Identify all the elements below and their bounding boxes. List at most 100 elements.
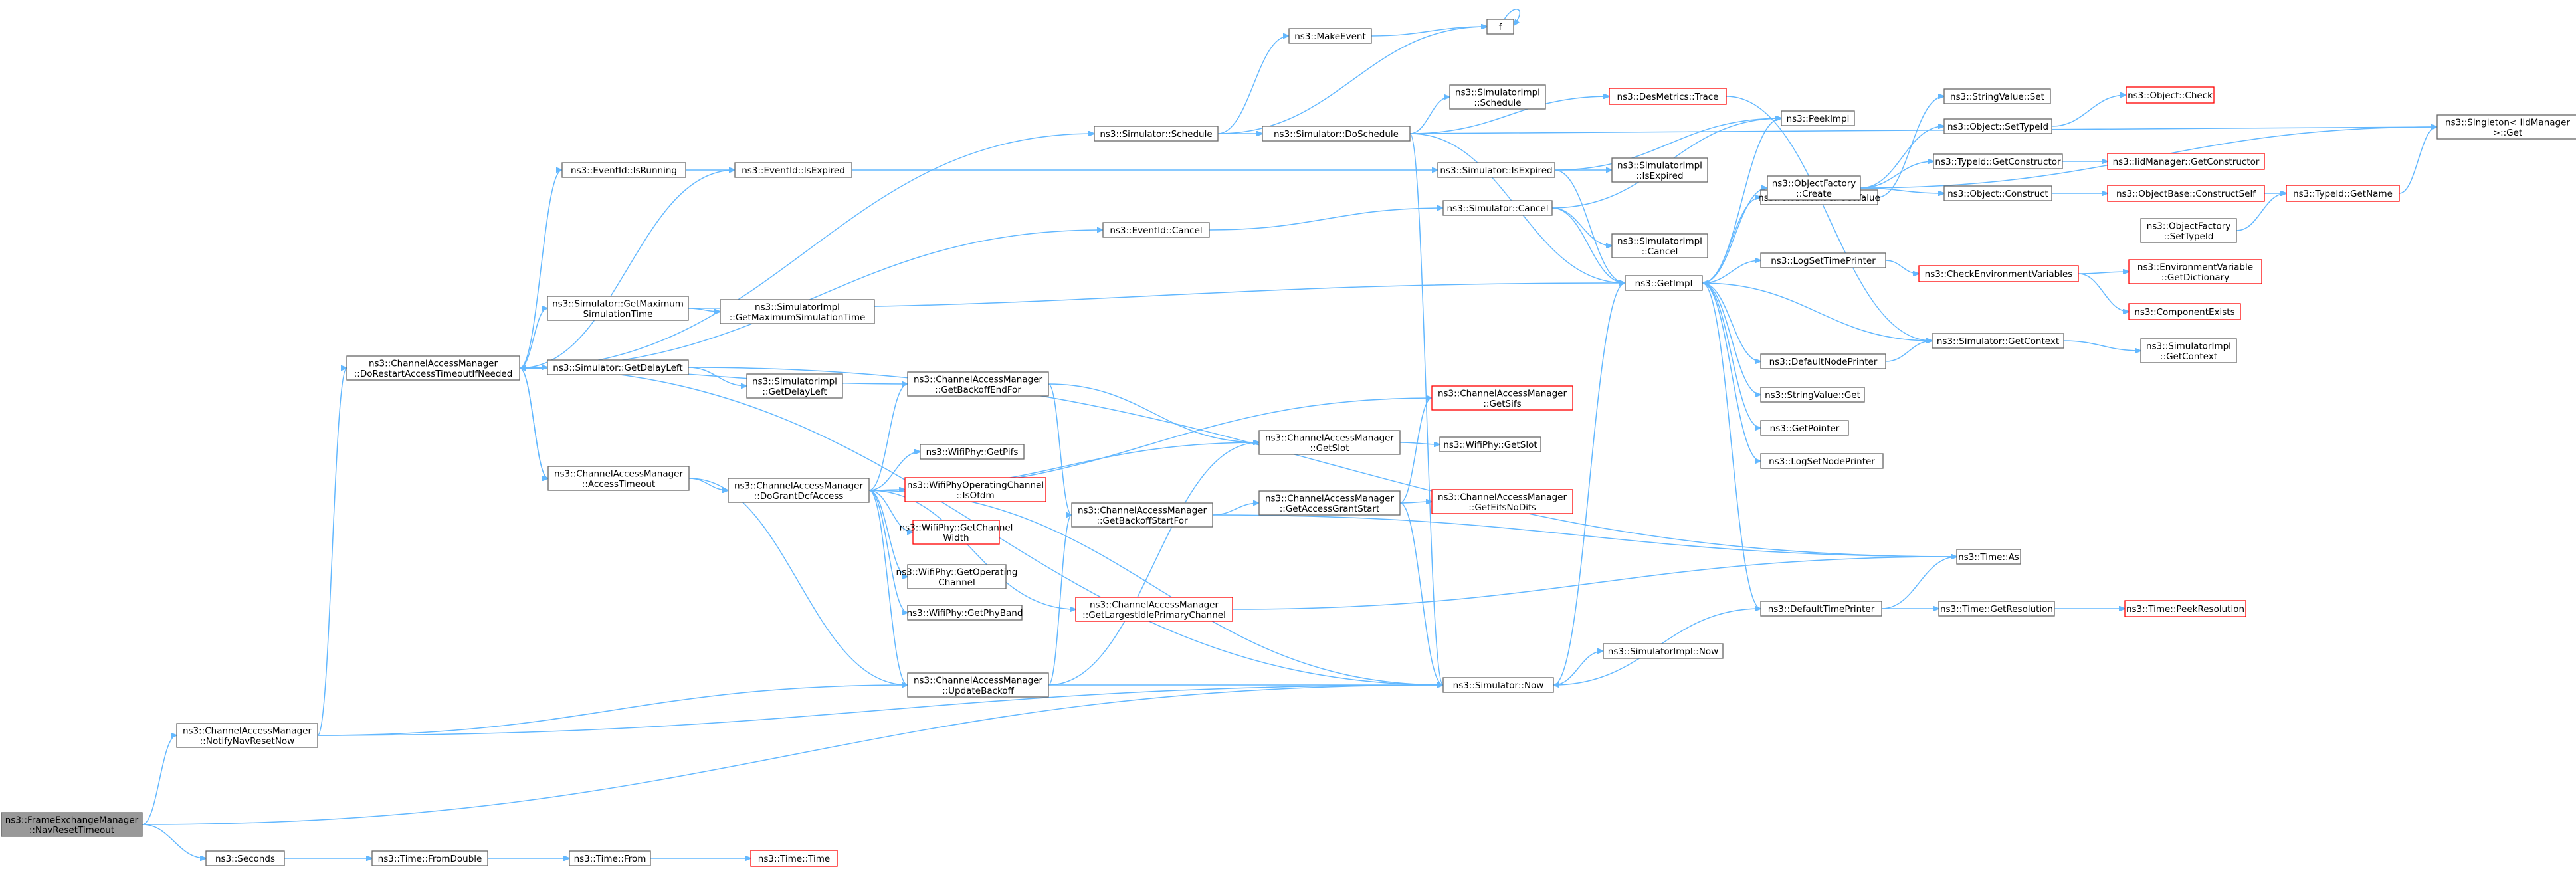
edge-doSchedule-to-singleton <box>1409 127 2437 134</box>
node-get-pifs[interactable]: ns3::WifiPhy::GetPifs <box>920 444 1025 460</box>
node-sim-cancel[interactable]: ns3::Simulator::Cancel <box>1442 200 1553 216</box>
node-peek-res[interactable]: ns3::Time::PeekResolution <box>2124 600 2246 617</box>
node-def-node-pr[interactable]: ns3::DefaultNodePrinter <box>1760 353 1886 369</box>
node-grant-start[interactable]: ns3::ChannelAccessManager::GetAccessGran… <box>1258 490 1401 516</box>
node-get-impl[interactable]: ns3::GetImpl <box>1625 275 1703 291</box>
node-nav[interactable]: ns3::FrameExchangeManager::NavResetTimeo… <box>1 812 143 837</box>
node-make-event[interactable]: ns3::MakeEvent <box>1288 28 1372 44</box>
node-box <box>1 812 143 837</box>
node-phy-band[interactable]: ns3::WifiPhy::GetPhyBand <box>907 605 1023 621</box>
node-sim-now[interactable]: ns3::Simulator::Now <box>1442 677 1554 693</box>
node-check-env[interactable]: ns3::CheckEnvironmentVariables <box>1918 265 2079 282</box>
node-restart[interactable]: ns3::ChannelAccessManager::DoRestartAcce… <box>346 355 520 381</box>
node-obj-set-tid[interactable]: ns3::Object::SetTypeId <box>1943 118 2052 134</box>
node-label: ns3::WifiPhy::GetChannel <box>900 522 1013 533</box>
edge-restart-to-isRunning <box>519 170 562 369</box>
node-get-pointer[interactable]: ns3::GetPointer <box>1760 420 1849 436</box>
node-do-schedule[interactable]: ns3::Simulator::DoSchedule <box>1262 126 1411 142</box>
node-label: ns3::MakeEvent <box>1294 31 1366 42</box>
node-iid-get-ctor[interactable]: ns3::IidManager::GetConstructor <box>2107 153 2265 170</box>
edge-f-to-f <box>1504 9 1521 25</box>
node-f[interactable]: f <box>1486 19 1514 35</box>
edge-ofCreate-to-objSetTid <box>1860 126 1944 189</box>
node-def-time-pr[interactable]: ns3::DefaultTimePrinter <box>1760 601 1882 617</box>
node-get-max[interactable]: ns3::Simulator::GetMaximumSimulationTime <box>547 296 689 321</box>
node-singleton[interactable]: ns3::Singleton< IidManager >::Get <box>2436 114 2576 140</box>
node-schedule[interactable]: ns3::Simulator::Schedule <box>1094 126 1219 142</box>
node-eifs[interactable]: ns3::ChannelAccessManager::GetEifsNoDifs <box>1431 489 1573 514</box>
node-ob-construct[interactable]: ns3::ObjectBase::ConstructSelf <box>2107 185 2265 202</box>
node-impl-cancel[interactable]: ns3::SimulatorImpl::Cancel <box>1611 233 1708 258</box>
node-label: ::GetLargestIdlePrimaryChannel <box>1082 610 1226 621</box>
node-label: ns3::Simulator::DoSchedule <box>1274 129 1399 140</box>
node-obj-construct[interactable]: ns3::Object::Construct <box>1943 185 2052 201</box>
node-seconds[interactable]: ns3::Seconds <box>205 850 285 866</box>
node-backoff-end[interactable]: ns3::ChannelAccessManager::GetBackoffEnd… <box>907 371 1049 397</box>
node-env-dict[interactable]: ns3::EnvironmentVariable::GetDictionary <box>2128 259 2262 284</box>
node-cam-get-slot[interactable]: ns3::ChannelAccessManager::GetSlot <box>1258 430 1401 455</box>
node-comp-exists[interactable]: ns3::ComponentExists <box>2128 303 2241 320</box>
edge-logSetTime-to-checkEnv <box>1885 260 1919 274</box>
edge-doSchedule-to-desTrace <box>1409 96 1609 134</box>
edge-restart-to-getMax <box>519 308 547 369</box>
node-layer: ns3::FrameExchangeManager::NavResetTimeo… <box>1 19 2576 867</box>
node-label: ns3::GetPointer <box>1770 423 1840 434</box>
node-des-trace[interactable]: ns3::DesMetrics::Trace <box>1609 88 1727 105</box>
edge-makeEvent-to-f <box>1371 27 1487 37</box>
node-label: ns3::SimulatorImpl <box>1617 160 1702 171</box>
node-is-running[interactable]: ns3::EventId::IsRunning <box>561 162 686 178</box>
node-impl-max[interactable]: ns3::SimulatorImpl::GetMaximumSimulation… <box>720 299 875 324</box>
node-box <box>1431 385 1573 411</box>
node-time-as[interactable]: ns3::Time::As <box>1956 549 2021 565</box>
node-sim-get-ctx[interactable]: ns3::Simulator::GetContext <box>1932 333 2064 349</box>
node-obj-check[interactable]: ns3::Object::Check <box>2126 86 2215 104</box>
node-phy-get-slot[interactable]: ns3::WifiPhy::GetSlot <box>1439 436 1541 452</box>
node-get-res[interactable]: ns3::Time::GetResolution <box>1938 601 2055 617</box>
node-access-t-o[interactable]: ns3::ChannelAccessManager::AccessTimeout <box>547 466 690 491</box>
edge-simGetCtx-to-implGetCtx <box>2063 340 2141 351</box>
node-notify[interactable]: ns3::ChannelAccessManager::NotifyNavRese… <box>176 723 318 748</box>
node-get-sifs[interactable]: ns3::ChannelAccessManager::GetSifs <box>1431 385 1573 411</box>
node-label: ns3::ChannelAccessManager <box>1078 505 1207 516</box>
node-time-from[interactable]: ns3::Time::From <box>569 850 651 866</box>
edge-accessTO-to-updBackoff <box>688 478 908 685</box>
node-impl-get-ctx[interactable]: ns3::SimulatorImpl::GetContext <box>2140 338 2237 363</box>
node-cancel[interactable]: ns3::EventId::Cancel <box>1102 222 1210 238</box>
edge-largestIdle-to-timeAs <box>1232 557 1957 610</box>
node-sv-get[interactable]: ns3::StringValue::Get <box>1760 387 1865 403</box>
node-impl-sched[interactable]: ns3::SimulatorImpl::Schedule <box>1449 84 1546 110</box>
node-time-time[interactable]: ns3::Time::Time <box>750 850 838 867</box>
node-of-create[interactable]: ns3::ObjectFactory::Create <box>1767 175 1861 201</box>
node-tid-get-name[interactable]: ns3::TypeId::GetName <box>2286 185 2400 202</box>
node-impl-delay[interactable]: ns3::SimulatorImpl::GetDelayLeft <box>746 373 843 399</box>
edge-grantDcf-to-largestIdle <box>868 490 1076 609</box>
node-label: ns3::IidManager::GetConstructor <box>2113 157 2260 167</box>
node-delay-left[interactable]: ns3::Simulator::GetDelayLeft <box>547 359 689 375</box>
node-largest-idle[interactable]: ns3::ChannelAccessManager::GetLargestIdl… <box>1075 597 1233 622</box>
node-box <box>1760 387 1865 403</box>
node-box <box>2436 114 2576 140</box>
node-label: ::Create <box>1796 189 1832 199</box>
node-backoff-start[interactable]: ns3::ChannelAccessManager::GetBackoffSta… <box>1071 502 1213 528</box>
node-log-set-time[interactable]: ns3::LogSetTimePrinter <box>1760 252 1886 268</box>
edge-getImpl-to-gvGetValue <box>1702 197 1761 284</box>
node-peek-impl[interactable]: ns3::PeekImpl <box>1781 110 1855 126</box>
node-sim-is-exp[interactable]: ns3::Simulator::IsExpired <box>1437 162 1555 178</box>
node-log-set-node[interactable]: ns3::LogSetNodePrinter <box>1760 453 1884 469</box>
edge-backoffEnd-to-backoffStart <box>1048 383 1072 515</box>
node-impl-is-exp[interactable]: ns3::SimulatorImpl::IsExpired <box>1611 157 1708 183</box>
node-is-expired[interactable]: ns3::EventId::IsExpired <box>734 162 852 178</box>
node-from-double[interactable]: ns3::Time::FromDouble <box>371 850 488 866</box>
node-tid-get-ctor[interactable]: ns3::TypeId::GetConstructor <box>1933 153 2063 169</box>
node-grant-dcf[interactable]: ns3::ChannelAccessManager::DoGrantDcfAcc… <box>728 478 870 503</box>
node-sv-set[interactable]: ns3::StringValue::Set <box>1943 88 2051 104</box>
node-impl-now[interactable]: ns3::SimulatorImpl::Now <box>1603 643 1724 659</box>
node-label: ns3::ChannelAccessManager <box>183 726 312 736</box>
node-of-set-tid[interactable]: ns3::ObjectFactory::SetTypeId <box>2140 218 2237 243</box>
node-upd-backoff[interactable]: ns3::ChannelAccessManager::UpdateBackoff <box>907 672 1049 698</box>
edge-delayLeft-to-implDelay <box>688 367 747 386</box>
node-is-ofdm[interactable]: ns3::WifiPhyOperatingChannel::IsOfdm <box>904 477 1046 502</box>
node-box <box>907 564 1007 589</box>
